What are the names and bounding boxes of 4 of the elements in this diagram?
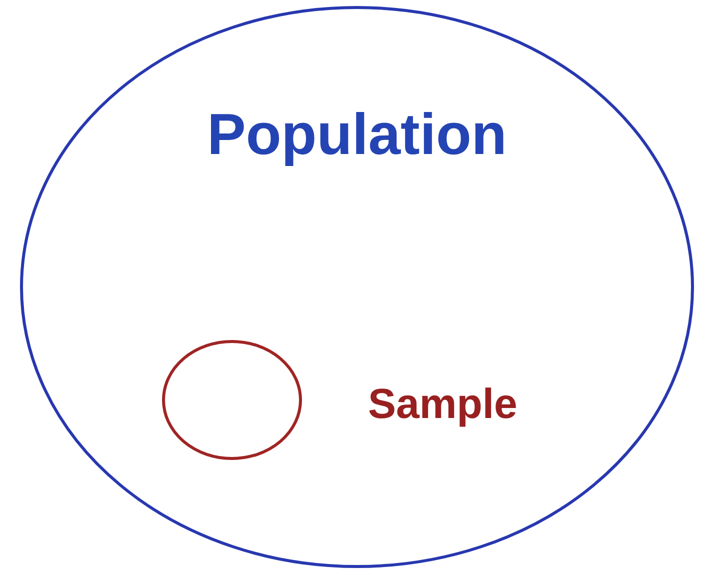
sample-circle [162, 340, 302, 460]
sample-label: Sample [368, 383, 518, 425]
population-ellipse [20, 6, 694, 568]
population-label: Population [207, 106, 507, 164]
